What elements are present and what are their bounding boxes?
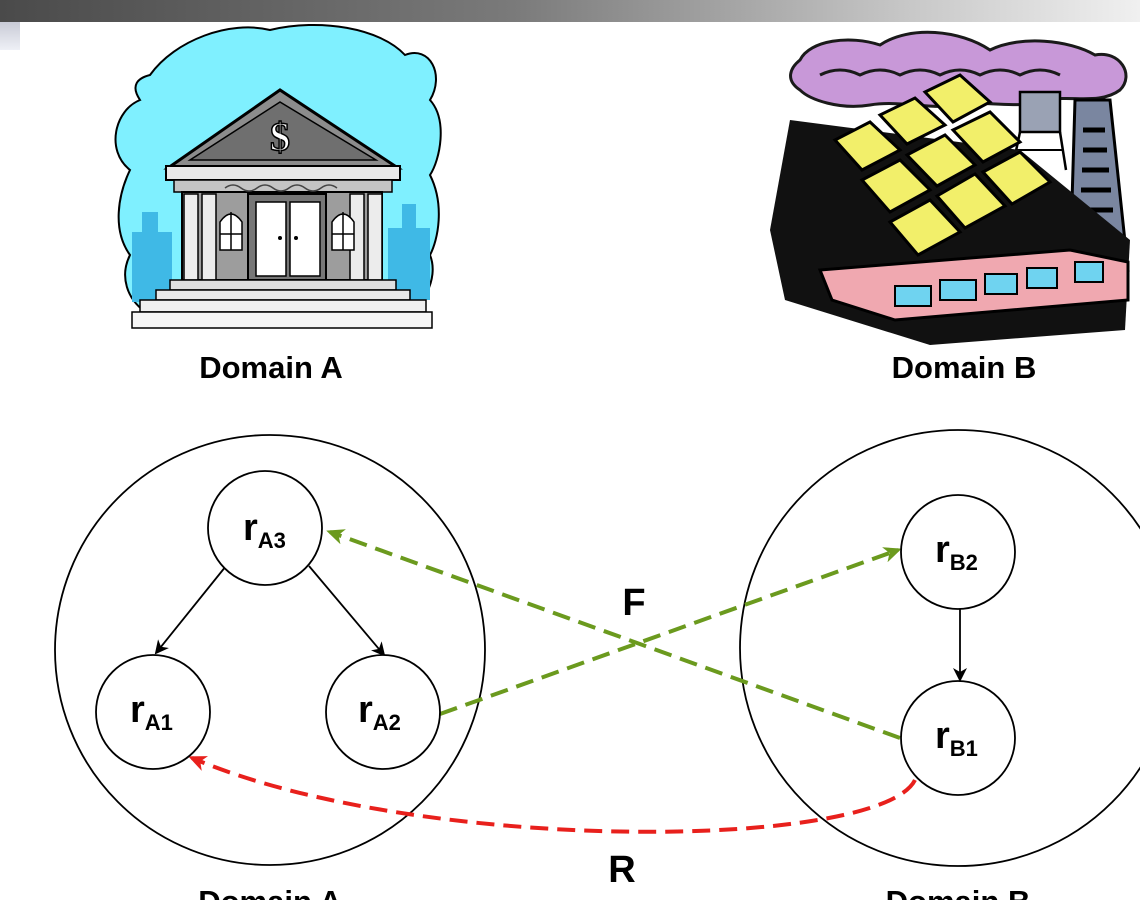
top-domain-a-label: Domain A [199,350,343,385]
node-rB1: rB1 [900,680,1016,796]
bank-building-icon: $ [114,24,442,329]
svg-text:rB1: rB1 [935,715,978,761]
bottom-domain-a-label: Domain A [198,884,342,900]
domain-b-boundary [739,429,1140,867]
svg-text:rA3: rA3 [243,507,286,553]
forward-arrow-rA2-rB2 [439,547,902,716]
forward-arrow-rB1-rA3 [326,529,901,740]
factory-icon [770,30,1130,345]
edge-rA3-rA2 [308,565,386,657]
svg-text:rA2: rA2 [358,689,401,735]
node-rA2: rA2 [325,654,441,770]
forward-label: F [622,582,645,624]
svg-text:rA1: rA1 [130,689,173,735]
reverse-label: R [608,849,635,891]
reverse-arrow-rB1-rA1 [188,756,917,834]
edge-rA3-rA1 [154,565,227,655]
node-rB2: rB2 [900,494,1016,610]
title-bar [0,0,1140,22]
svg-text:$: $ [270,114,290,159]
domain-a-boundary [54,434,486,866]
node-rA1: rA1 [95,654,211,770]
top-domain-b-label: Domain B [892,350,1037,385]
bottom-domain-b-label: Domain B [886,884,1031,900]
svg-text:rB2: rB2 [935,529,978,575]
node-rA3: rA3 [207,470,323,586]
corner-accent [0,22,20,50]
